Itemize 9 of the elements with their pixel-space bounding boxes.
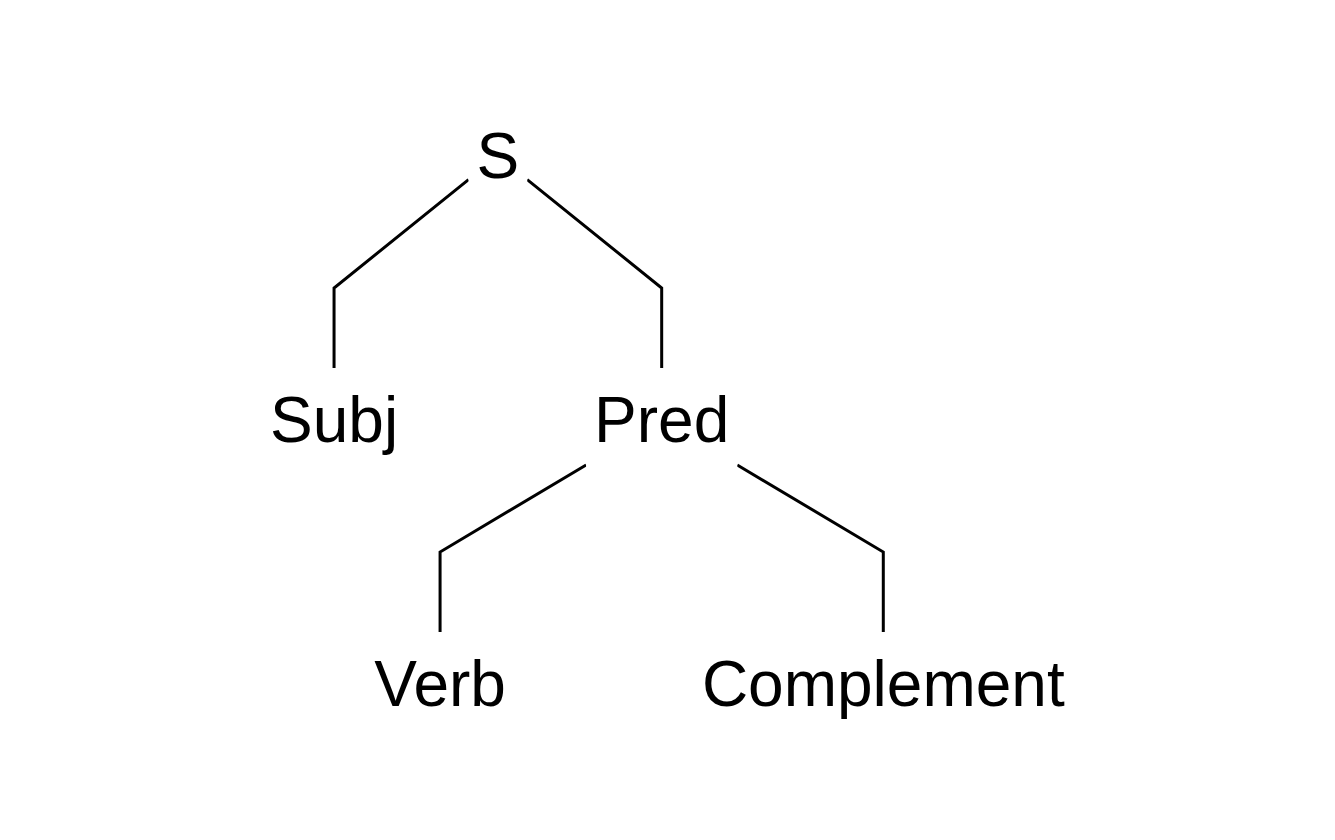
node-text: Pred [594,383,730,456]
connector [526,178,664,368]
node-text: Complement [702,647,1065,720]
connector [332,178,470,368]
node-text: Verb [374,647,507,720]
connector [736,463,885,632]
node-text: S [476,120,520,192]
node-text: Subj [270,383,399,456]
connector [438,463,587,632]
